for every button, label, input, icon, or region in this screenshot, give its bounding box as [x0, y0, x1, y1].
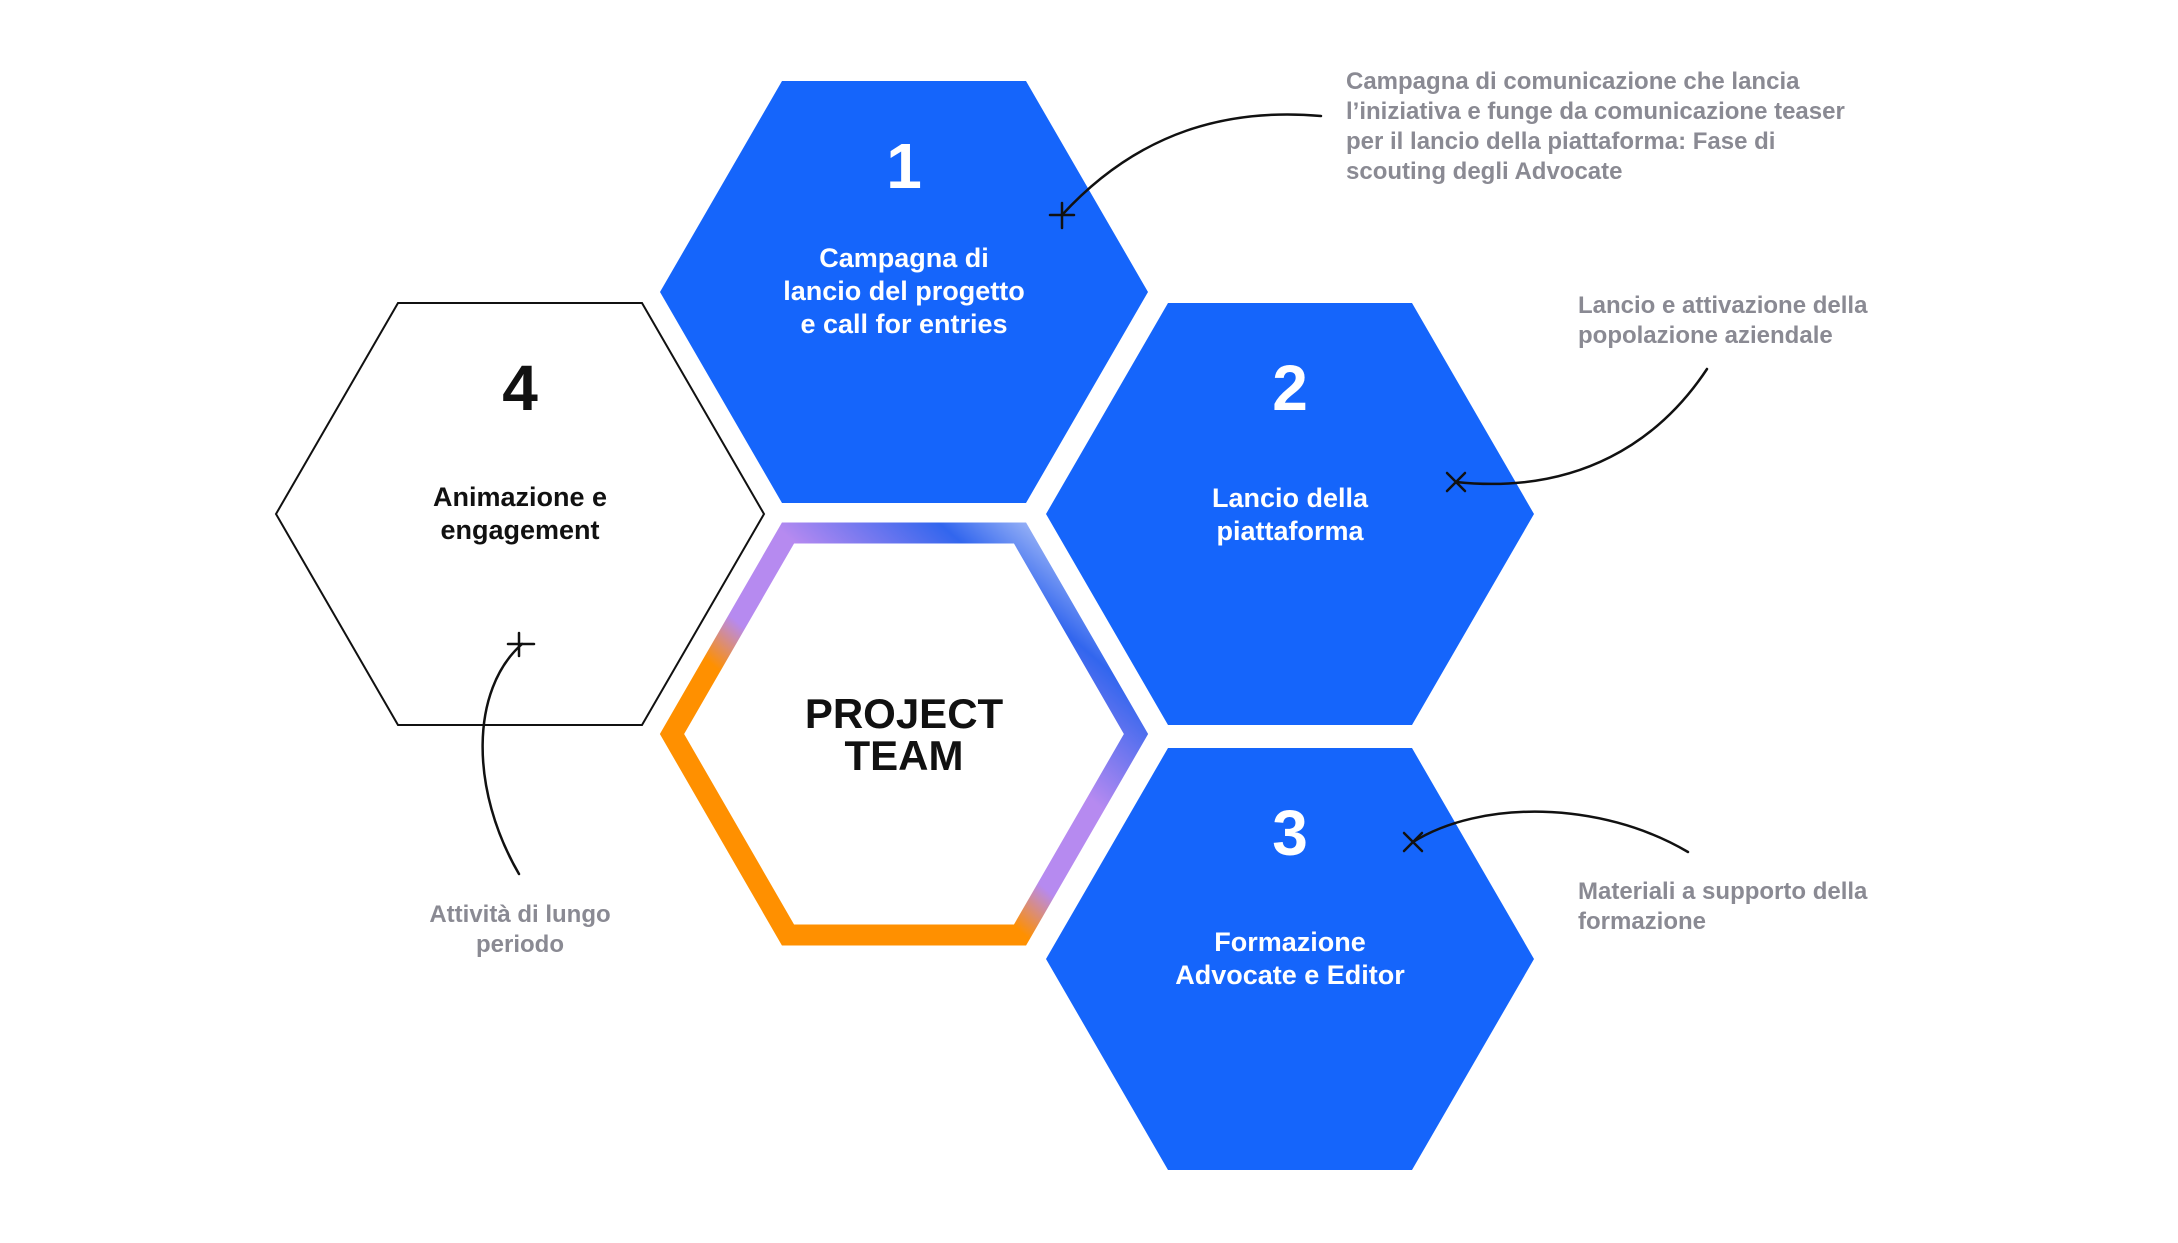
project-team-title: PROJECT: [805, 690, 1004, 737]
step-2-label: Lancio della: [1212, 483, 1369, 513]
note-1-line: per il lancio della piattaforma: Fase di: [1346, 128, 1775, 155]
step-4-hexagon: 4 Animazione e engagement: [274, 302, 766, 726]
note-4: Attività di lungo periodo: [429, 901, 610, 958]
note-4-line: Attività di lungo: [429, 901, 610, 928]
step-3-number: 3: [1272, 797, 1308, 869]
note-3-line: Materiali a supporto della: [1578, 878, 1868, 905]
step-1-number: 1: [886, 130, 922, 202]
arrow-note-2: [1445, 367, 1709, 493]
step-4-number: 4: [502, 352, 538, 424]
step-4-label: engagement: [440, 515, 599, 545]
step-2-label: piattaforma: [1216, 516, 1364, 546]
step-1-hexagon: 1 Campagna di lancio del progetto e call…: [660, 81, 1148, 503]
project-team-title: TEAM: [845, 732, 964, 779]
note-2-line: Lancio e attivazione della: [1578, 292, 1868, 319]
step-2-hexagon: 2 Lancio della piattaforma: [1046, 303, 1534, 725]
note-1-line: scouting degli Advocate: [1346, 158, 1622, 185]
arrow-note-1: [1048, 113, 1323, 230]
step-2-number: 2: [1272, 352, 1308, 424]
note-2: Lancio e attivazione della popolazione a…: [1578, 292, 1868, 349]
step-1-label: lancio del progetto: [783, 276, 1025, 306]
note-1-line: l’iniziativa e funge da comunicazione te…: [1346, 98, 1845, 125]
note-3-line: formazione: [1578, 908, 1706, 935]
note-4-line: periodo: [476, 931, 564, 958]
step-4-label: Animazione e: [433, 482, 607, 512]
step-3-label: Formazione: [1214, 927, 1366, 957]
note-2-line: popolazione aziendale: [1578, 322, 1833, 349]
step-1-label: e call for entries: [800, 309, 1007, 339]
note-1-line: Campagna di comunicazione che lancia: [1346, 68, 1800, 95]
arrow-note-3: [1402, 810, 1690, 854]
arrow-note-4: [481, 631, 536, 876]
project-team-hexagon: PROJECT TEAM: [659, 522, 1149, 946]
note-3: Materiali a supporto della formazione: [1578, 878, 1868, 935]
step-1-label: Campagna di: [819, 243, 989, 273]
note-1: Campagna di comunicazione che lancia l’i…: [1346, 68, 1845, 185]
step-3-label: Advocate e Editor: [1175, 960, 1405, 990]
step-3-hexagon: 3 Formazione Advocate e Editor: [1046, 748, 1534, 1170]
